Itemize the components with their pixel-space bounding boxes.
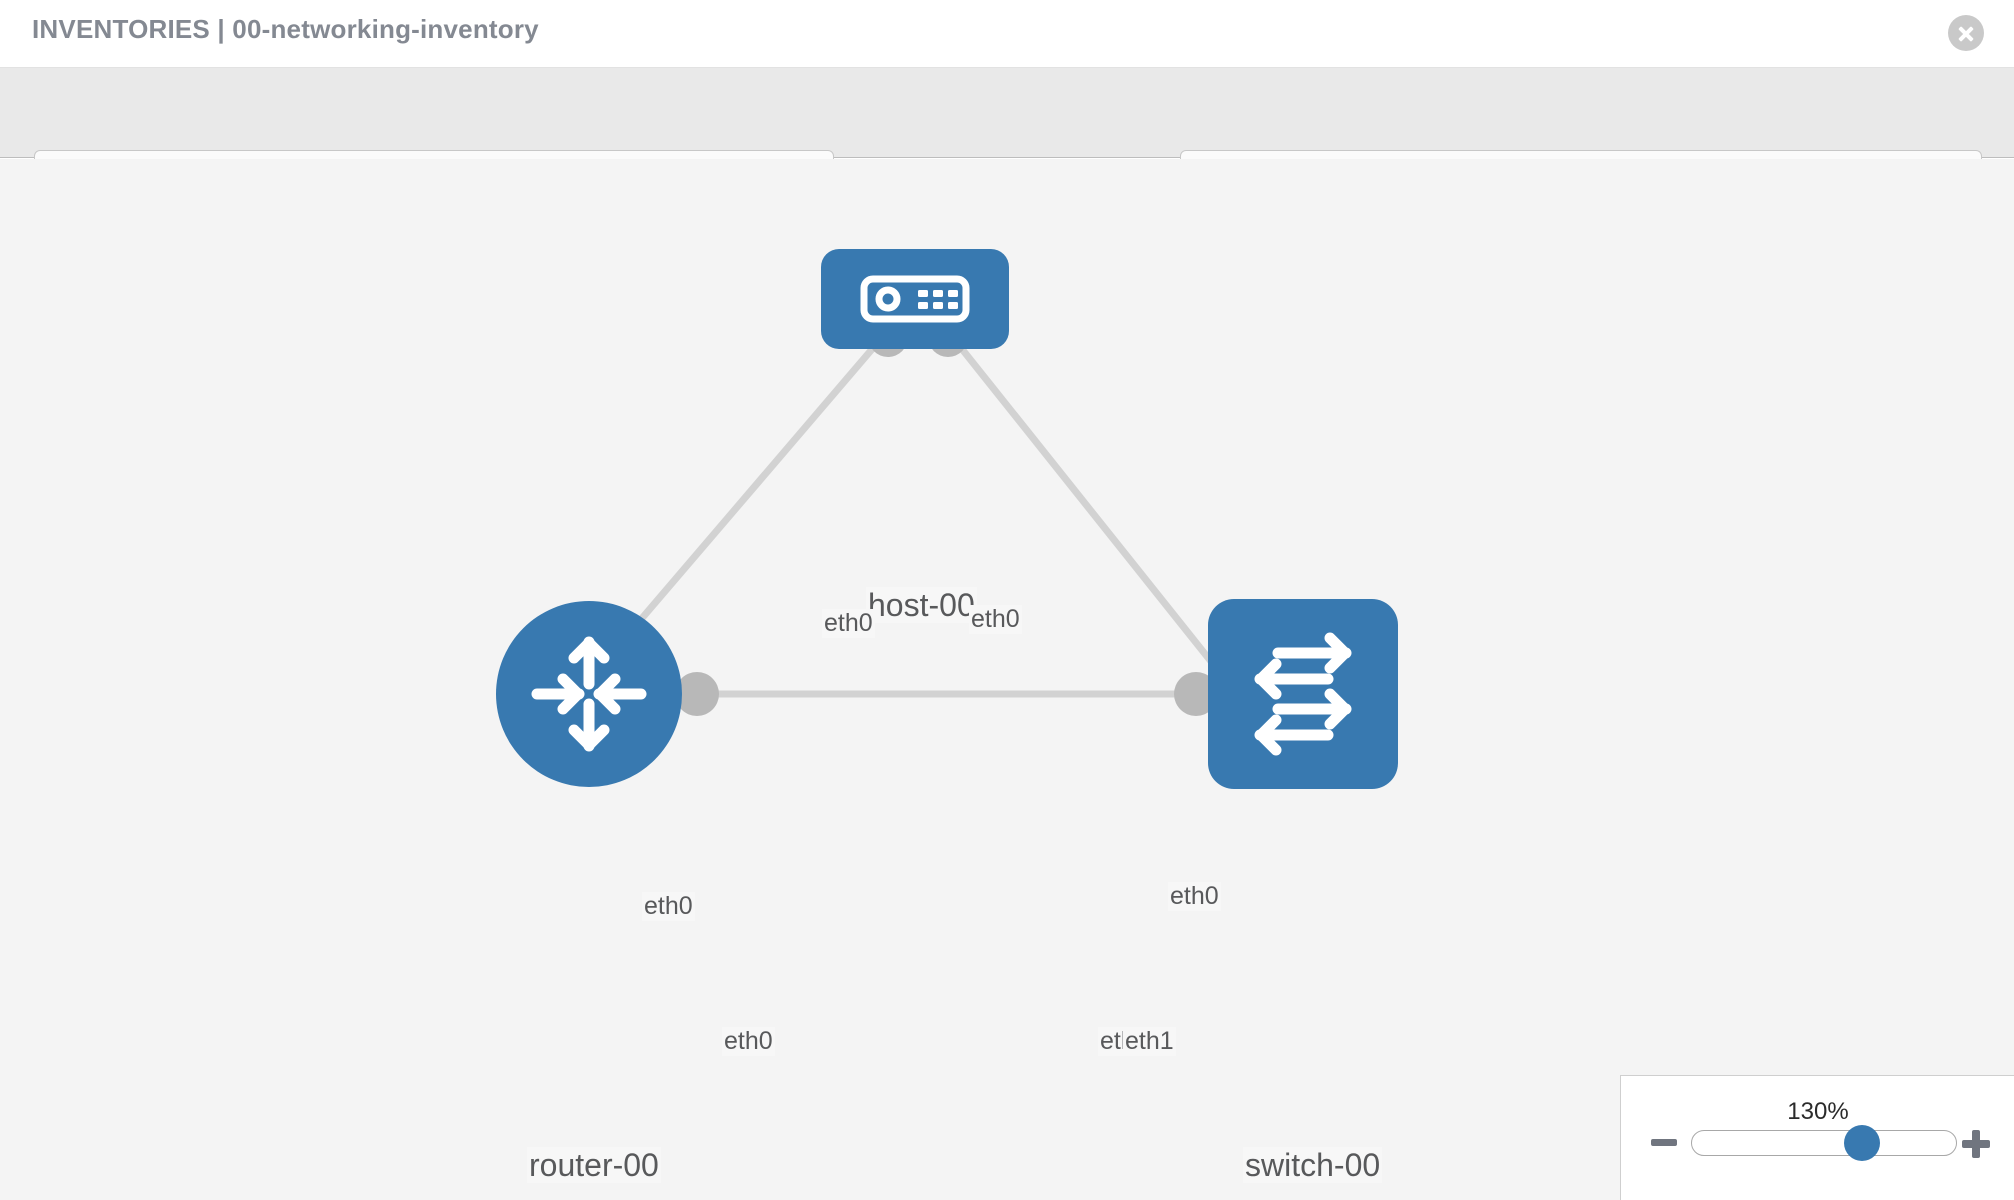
node-label-host-00: host-00 (866, 587, 977, 623)
router-00-shape[interactable] (496, 601, 682, 787)
topology-canvas[interactable]: host-00 router-00 switch-00 eth0 eth0 et… (0, 159, 2014, 1200)
host-00-shape[interactable] (821, 249, 1009, 349)
zoom-slider[interactable] (1691, 1125, 1957, 1161)
iface-label-host-right: eth0 (969, 605, 1022, 634)
switch-00-shape[interactable] (1208, 599, 1398, 789)
connector-router-right (675, 672, 719, 716)
link-host-switch (947, 331, 1228, 682)
page-header: INVENTORIES | 00-networking-inventory (0, 0, 2014, 68)
zoom-slider-thumb[interactable] (1844, 1125, 1880, 1161)
connector-dots (675, 317, 1254, 716)
switch-arrows-icon (1254, 632, 1352, 756)
router-arrows-icon (531, 636, 647, 752)
iface-label-host-left: eth0 (822, 609, 875, 638)
node-label-router-00: router-00 (527, 1147, 661, 1183)
iface-label-switch-up: eth0 (1168, 882, 1221, 911)
plus-icon[interactable] (1960, 1128, 1992, 1160)
server-icon (860, 275, 970, 323)
zoom-percent-label: 130% (1787, 1098, 1849, 1125)
iface-label-router-up: eth0 (642, 892, 695, 921)
close-icon[interactable] (1948, 15, 1984, 51)
iface-label-router-right: eth0 (722, 1027, 775, 1056)
page-title: INVENTORIES | 00-networking-inventory (32, 14, 539, 44)
toolbar: ACTIONS SEARCH (0, 68, 2014, 203)
zoom-control-panel: 130% (1620, 1075, 2014, 1200)
connector-switch-left (1174, 672, 1218, 716)
node-label-switch-00: switch-00 (1243, 1147, 1383, 1183)
minus-icon[interactable] (1649, 1128, 1679, 1158)
iface-label-switch-left: eth1 (1123, 1027, 1176, 1056)
